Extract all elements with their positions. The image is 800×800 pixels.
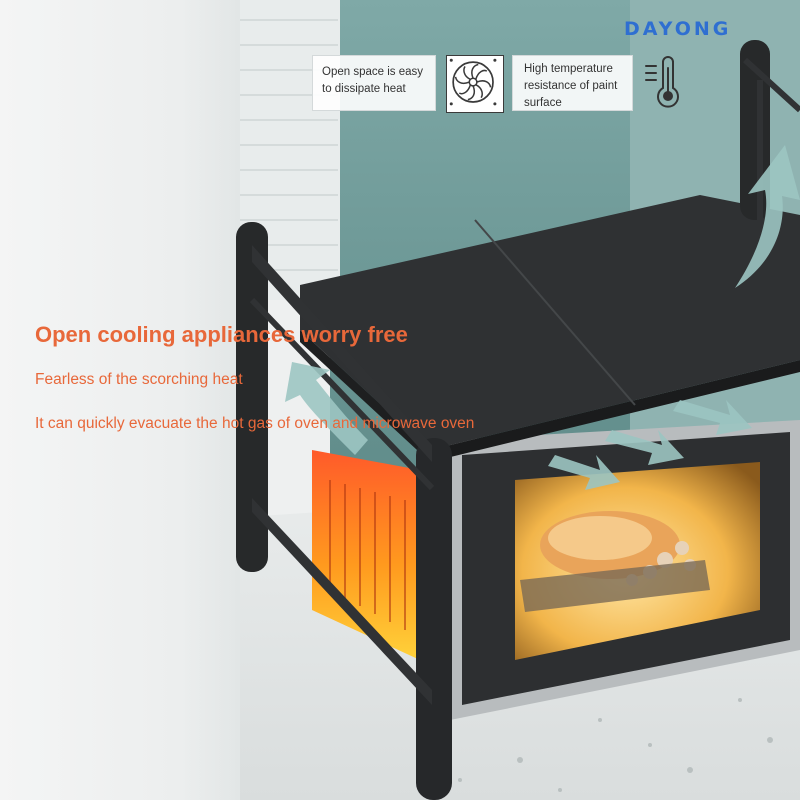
feature-text-line: Open space is easy [322,66,424,78]
oven-side [312,450,420,660]
baking-tray [520,560,710,612]
headline: Open cooling appliances worry free [35,322,408,347]
brand-logo: DAYONG [624,18,732,40]
airflow-arrow-up [735,145,800,288]
feature-text-line: to dissipate heat [322,83,406,95]
feature-text-line: surface [524,97,562,109]
thermometer-icon [642,56,688,112]
airflow-arrow-left [285,362,368,455]
feature-heat-dissipation: Open space is easy to dissipate heat [312,55,436,111]
left-fade-panel [0,0,240,800]
feature-text-line: resistance of paint [524,80,618,92]
subtext-evacuate: It can quickly evacuate the hot gas of o… [35,415,475,432]
airflow-arrow-2 [605,430,684,465]
airflow-arrow-3 [673,400,752,435]
airflow-arrow-1 [548,455,620,490]
feature-text-line: High temperature [524,63,613,75]
feature-heat-resistance: High temperature resistance of paint sur… [512,55,633,111]
subtext-heat: Fearless of the scorching heat [35,371,243,388]
rack-top-shelf [300,195,800,450]
fan-icon [446,55,504,113]
rack-post-front-left [416,438,452,800]
